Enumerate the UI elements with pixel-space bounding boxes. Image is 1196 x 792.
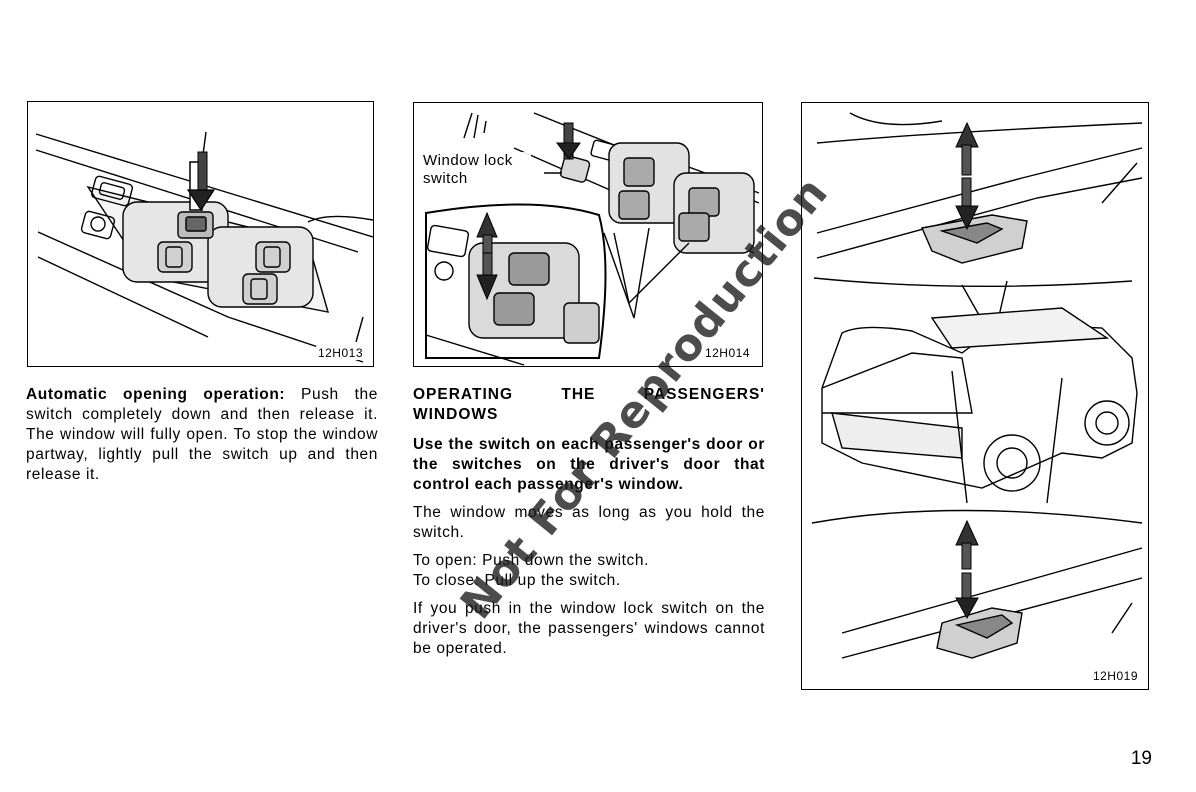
- up-down-arrow-icon: [955, 121, 979, 620]
- figure-code: 12H013: [315, 346, 365, 360]
- figure-code: 12H014: [702, 346, 752, 360]
- figure-code: 12H019: [1090, 669, 1140, 683]
- figure-window-lock-switch: Window lock switch 12H014: [413, 102, 763, 367]
- passenger-switch-illustration: [811, 112, 1143, 659]
- lock-push-arrow-icon: [556, 122, 581, 160]
- switch-panel-illustration: [35, 131, 373, 363]
- automatic-opening-lead: Automatic opening operation:: [26, 386, 286, 403]
- window-lock-callout: Window lock switch: [423, 152, 531, 188]
- open-instruction: To open: Push down the switch.: [413, 552, 649, 569]
- window-lock-illustration: [425, 112, 760, 366]
- push-down-arrow-icon: [186, 151, 216, 212]
- hold-switch-paragraph: The window moves as long as you hold the…: [413, 504, 765, 541]
- open-close-block: To open: Push down the switch. To close:…: [413, 551, 765, 591]
- automatic-opening-body: Push the switch completely down and then…: [26, 386, 378, 483]
- passenger-windows-section: OPERATING THE PASSENGERS' WINDOWS Use th…: [413, 385, 765, 667]
- bold-instruction: Use the switch on each passenger's door …: [413, 436, 765, 493]
- up-down-arrow-icon: [476, 211, 498, 301]
- close-instruction: To close: Pull up the switch.: [413, 572, 621, 589]
- section-heading: OPERATING THE PASSENGERS' WINDOWS: [413, 386, 765, 423]
- automatic-opening-paragraph: Automatic opening operation: Push the sw…: [26, 385, 378, 485]
- figure-passenger-door-switches: 12H019: [801, 102, 1149, 690]
- figure-driver-switch-panel: 12H013: [27, 101, 374, 367]
- page-number: 19: [1130, 748, 1152, 769]
- window-lock-paragraph: If you push in the window lock switch on…: [413, 600, 765, 657]
